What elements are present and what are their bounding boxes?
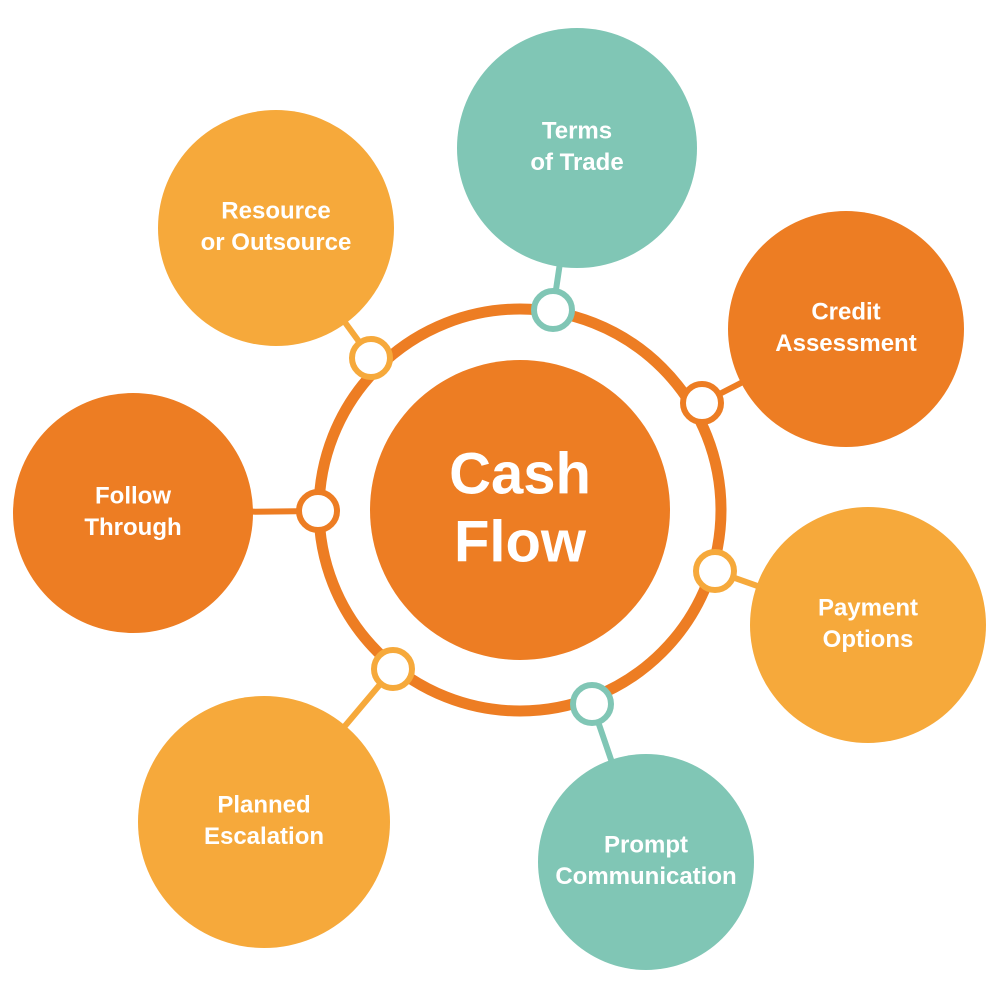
hub-circle — [370, 360, 670, 660]
node-layer: Terms of TradeCreditAssessmentPaymentOpti… — [13, 28, 986, 970]
joint-planned-escalation — [371, 647, 415, 691]
node-circle-terms-of-trade — [457, 28, 697, 268]
node-label-follow-through-line1: Follow — [95, 483, 171, 510]
joint-resource-or-outsource — [349, 336, 393, 380]
node-label-prompt-communication-line2: Communication — [555, 863, 736, 890]
node-label-terms-of-trade-line1: Terms — [542, 118, 612, 145]
node-circle-payment-options — [750, 507, 986, 743]
joint-terms-of-trade — [531, 288, 575, 332]
node-label-resource-or-outsource-line2: or Outsource — [201, 229, 352, 256]
joint-credit-assessment — [680, 381, 724, 425]
node-circle-prompt-communication — [538, 754, 754, 970]
joint-follow-through — [296, 489, 340, 533]
node-label-resource-or-outsource-line1: Resource — [221, 198, 330, 225]
node-circle-planned-escalation — [138, 696, 390, 948]
node-label-planned-escalation-line2: Escalation — [204, 823, 324, 850]
node-label-prompt-communication-line1: Prompt — [604, 832, 688, 859]
node-circle-follow-through — [13, 393, 253, 633]
joint-payment-options — [693, 549, 737, 593]
node-label-follow-through-line2: Through — [84, 514, 181, 541]
node-label-terms-of-trade-line2: of Trade — [530, 149, 623, 176]
node-circle-credit-assessment — [728, 211, 964, 447]
hub-label-line2: Flow — [454, 509, 587, 574]
node-label-payment-options-line2: Options — [823, 626, 914, 653]
node-terms-of-trade: Terms of Trade — [457, 28, 697, 268]
node-label-payment-options-line1: Payment — [818, 595, 918, 622]
hub: Cash Flow — [370, 360, 670, 660]
node-label-credit-assessment-line2: Assessment — [775, 330, 916, 357]
joint-prompt-communication — [570, 682, 614, 726]
node-label-planned-escalation-line1: Planned — [217, 792, 310, 819]
node-resource-or-outsource: Resource or Outsource — [158, 110, 394, 346]
node-label-credit-assessment-line1: Credit — [811, 299, 880, 326]
joint-layer — [296, 288, 737, 726]
hub-label-line1: Cash — [449, 441, 591, 506]
node-circle-resource-or-outsource — [158, 110, 394, 346]
